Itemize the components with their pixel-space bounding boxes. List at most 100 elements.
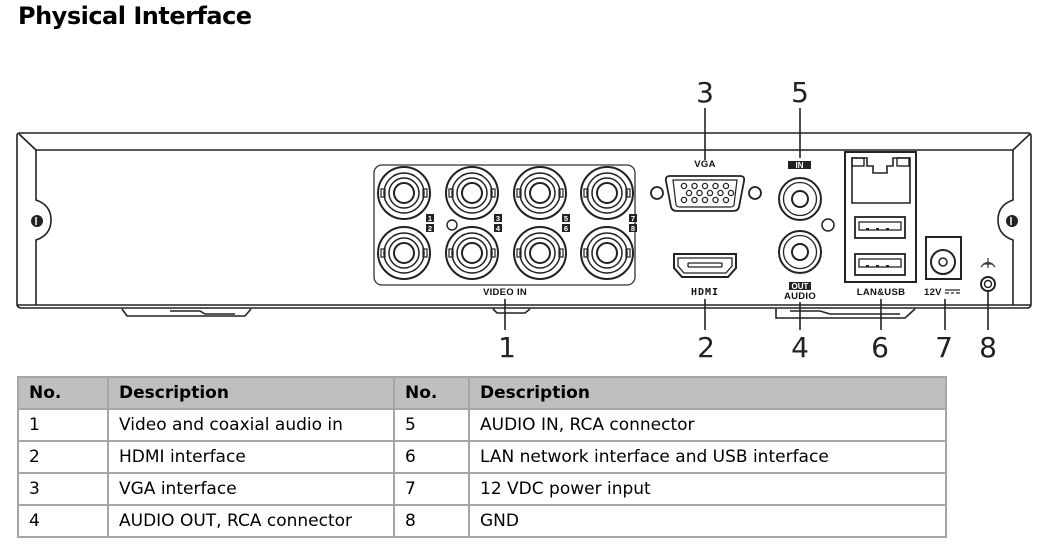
rca-connector-icon [778, 177, 822, 221]
foot-right [775, 308, 916, 319]
callout-6: 6 [871, 331, 889, 364]
cell-description: VGA interface [107, 472, 395, 506]
vga-pin [712, 182, 719, 190]
vga-pin [685, 189, 693, 197]
cell-no: 5 [393, 408, 470, 442]
vga-pin [727, 189, 735, 197]
callout-5: 5 [791, 76, 809, 109]
bnc-connector-icon [377, 226, 431, 280]
vga-pin [722, 182, 730, 190]
vga-pin [696, 189, 703, 197]
cell-no: 7 [393, 472, 470, 506]
cell-description: AUDIO IN, RCA connector [468, 408, 947, 442]
screw-icon [1006, 215, 1018, 227]
vga-pin [680, 182, 688, 190]
vga-pin [722, 196, 730, 204]
hdmi-label: HDMI [691, 287, 719, 298]
vga-pin [717, 189, 724, 197]
usb-port-icon [854, 253, 906, 276]
callout-8: 8 [979, 331, 997, 364]
table-row: 2 HDMI interface 6 LAN network interface… [17, 440, 947, 474]
channel-badge [494, 214, 502, 222]
bnc-connector-icon [513, 226, 567, 280]
ground-terminal [980, 276, 996, 292]
dc-symbol-icon [945, 289, 960, 294]
bnc-connector-icon [377, 166, 431, 220]
cell-no: 8 [393, 504, 470, 538]
vga-pin [701, 182, 709, 190]
cell-description: GND [468, 504, 947, 538]
video-in-label: VIDEO IN [483, 287, 527, 298]
bnc-connector-icon [445, 166, 499, 220]
rca-connector-icon [778, 230, 822, 274]
lan-usb-label: LAN&USB [857, 287, 906, 298]
channel-number: 7 [631, 214, 635, 223]
callout-7: 7 [935, 331, 953, 364]
channel-badge [494, 224, 502, 232]
hdmi-port-icon [673, 253, 737, 278]
indicator-hole [821, 218, 835, 232]
cell-no: 2 [17, 440, 109, 474]
header-description-left: Description [107, 376, 395, 410]
channel-number: 2 [428, 224, 432, 233]
cell-description: AUDIO OUT, RCA connector [107, 504, 395, 538]
table-row: 4 AUDIO OUT, RCA connector 8 GND [17, 504, 947, 538]
foot-left [121, 308, 252, 317]
cell-no: 4 [17, 504, 109, 538]
vga-pin [691, 196, 698, 204]
callout-1: 1 [498, 331, 516, 364]
vga-pin [680, 196, 688, 204]
table-row: 1 Video and coaxial audio in 5 AUDIO IN,… [17, 408, 947, 442]
ground-icon [980, 258, 996, 268]
lan-usb-module [844, 151, 917, 283]
cell-description: HDMI interface [107, 440, 395, 474]
channel-badge [562, 214, 570, 222]
callout-3: 3 [696, 76, 714, 109]
vga-port-icon [650, 175, 762, 212]
channel-number: 4 [496, 224, 501, 233]
audio-out-badge: OUT [792, 282, 809, 291]
channel-number: 3 [496, 214, 500, 223]
cell-description: Video and coaxial audio in [107, 408, 395, 442]
chassis-outline [16, 132, 1032, 309]
bnc-connector-icon [580, 166, 634, 220]
channel-number: 1 [428, 214, 432, 223]
rj45-port-icon [851, 157, 911, 204]
indicator-hole [446, 219, 458, 231]
bnc-connector-icon [445, 226, 499, 280]
channel-badge [629, 224, 637, 232]
audio-in-badge: IN [796, 161, 804, 170]
channel-badge [629, 214, 637, 222]
channel-badge [426, 224, 434, 232]
bnc-connector-icon [580, 226, 634, 280]
header-no-left: No. [17, 376, 109, 410]
vga-pin [712, 196, 719, 204]
vga-pin [706, 189, 714, 197]
channel-badge [426, 214, 434, 222]
vga-label: VGA [694, 159, 716, 170]
callout-2: 2 [697, 331, 715, 364]
cell-no: 6 [393, 440, 470, 474]
header-no-right: No. [393, 376, 470, 410]
cell-description: LAN network interface and USB interface [468, 440, 947, 474]
power-label: 12V [924, 287, 942, 298]
channel-number: 5 [564, 214, 568, 223]
page-title: Physical Interface [18, 2, 252, 30]
callout-4: 4 [791, 331, 809, 364]
audio-label: AUDIO [784, 291, 816, 302]
channel-number: 6 [564, 224, 568, 233]
bnc-connector-icon [513, 166, 567, 220]
vga-pin [691, 182, 698, 190]
cell-no: 3 [17, 472, 109, 506]
table-row: 3 VGA interface 7 12 VDC power input [17, 472, 947, 506]
dc-power-jack-icon [925, 236, 962, 280]
foot-center [492, 308, 531, 314]
chassis-inner-panel [35, 149, 1014, 305]
interface-table: No. Description No. Description 1 Video … [17, 376, 947, 538]
usb-port-icon [854, 216, 906, 239]
screw-icon [31, 215, 43, 227]
channel-badge [562, 224, 570, 232]
channel-number: 8 [631, 224, 635, 233]
header-description-right: Description [468, 376, 947, 410]
